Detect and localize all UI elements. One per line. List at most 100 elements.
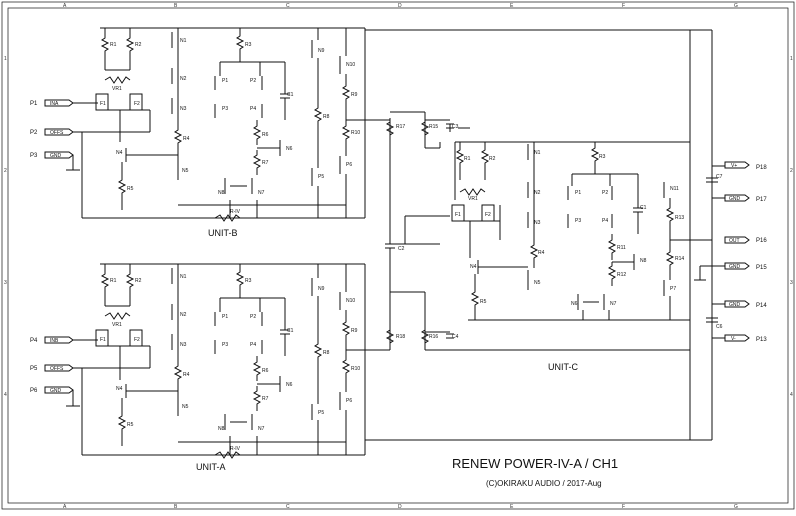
svg-text:N7: N7 [610,301,617,307]
port-label: V- [731,336,736,342]
grid-columns-top: A B C D E F G [63,3,738,9]
svg-text:C7: C7 [716,174,723,180]
svg-text:R18: R18 [396,334,405,340]
port-label: OUT [729,238,740,244]
svg-text:P5: P5 [318,410,324,416]
port-label: OFFS [50,366,64,372]
unit-a-label: UNIT-A [196,462,226,472]
svg-text:R14: R14 [675,256,684,262]
svg-text:R4: R4 [183,136,190,142]
svg-text:N4: N4 [116,150,123,156]
svg-text:R10: R10 [351,130,360,136]
svg-text:N7: N7 [258,190,265,196]
svg-text:R8: R8 [323,350,330,356]
grid-col-label: C [286,504,290,510]
port-label: GND [50,388,62,394]
svg-text:P2: P2 [250,78,256,84]
svg-text:R4: R4 [183,372,190,378]
svg-text:P6: P6 [346,398,352,404]
schematic-title: RENEW POWER-IV-A / CH1 [452,456,618,471]
grid-rows-right: 1 2 3 4 [790,56,793,398]
svg-text:F1: F1 [100,337,106,343]
svg-text:R2: R2 [135,278,142,284]
port-pin: P14 [756,303,767,309]
svg-text:N8: N8 [218,426,225,432]
grid-col-label: D [398,3,402,9]
grid-col-label: E [510,3,514,9]
port-pin: P1 [30,101,38,107]
svg-text:N2: N2 [180,312,187,318]
svg-text:R1: R1 [464,156,471,162]
svg-text:R11: R11 [617,245,626,251]
svg-text:R10: R10 [351,366,360,372]
svg-text:R1: R1 [110,42,117,48]
port-flag [44,128,74,136]
svg-text:R12: R12 [617,272,626,278]
port-label: INA [50,101,59,107]
svg-text:F1: F1 [455,212,461,218]
svg-text:P2: P2 [250,314,256,320]
svg-text:R5: R5 [480,299,487,305]
unit-c-label: UNIT-C [548,362,578,372]
svg-text:P3: P3 [222,342,228,348]
svg-text:N1: N1 [534,150,541,156]
svg-text:R-IV: R-IV [230,446,241,452]
grid-col-label: F [622,3,625,9]
grid-col-label: G [734,3,738,9]
svg-text:N4: N4 [470,264,477,270]
svg-text:N9: N9 [318,286,325,292]
port-flag [724,334,750,342]
svg-text:C6: C6 [716,324,723,330]
svg-text:N6: N6 [286,382,293,388]
left-ports: P1 INA P2 OFFS P3 GND P4 INB P5 OFFS P6 … [30,99,150,407]
svg-text:N2: N2 [180,76,187,82]
grid-row-label: 4 [4,392,7,398]
grid-col-label: E [510,504,514,510]
svg-text:P1: P1 [222,78,228,84]
grid-col-label: A [63,504,67,510]
svg-text:P3: P3 [575,218,581,224]
port-pin: P15 [756,265,767,271]
grid-col-label: D [398,504,402,510]
port-label: GND [50,153,62,159]
svg-text:C1: C1 [287,92,294,98]
port-pin: P13 [756,337,767,343]
svg-text:N3: N3 [534,220,541,226]
svg-text:R7: R7 [262,396,269,402]
svg-text:R1: R1 [110,278,117,284]
port-pin: P6 [30,388,38,394]
grid-col-label: C [286,3,290,9]
svg-text:R7: R7 [262,160,269,166]
grid-col-label: A [63,3,67,9]
port-label: GND [729,264,741,270]
grid-row-label: 2 [790,168,793,174]
port-label: GND [729,196,741,202]
svg-text:R5: R5 [127,186,134,192]
svg-text:R3: R3 [245,278,252,284]
port-flag [44,386,74,394]
svg-text:F2: F2 [134,337,140,343]
svg-text:VR1: VR1 [112,322,122,328]
svg-text:N3: N3 [180,342,187,348]
svg-text:R13: R13 [675,215,684,221]
svg-text:P4: P4 [602,218,608,224]
svg-text:R3: R3 [245,42,252,48]
port-pin: P3 [30,153,38,159]
unit-a-circuit: R1 R2 VR1 F1 F2 N4 R5 N5 R4 N1 N2 N3 P1 … [81,263,390,459]
port-flag [724,194,750,202]
svg-text:VR1: VR1 [112,86,122,92]
port-flag [44,336,74,344]
svg-text:R8: R8 [323,114,330,120]
svg-text:F2: F2 [485,212,491,218]
grid-row-label: 4 [790,392,793,398]
svg-text:N4: N4 [116,386,123,392]
port-label: GND [729,302,741,308]
svg-text:C3: C3 [452,124,459,130]
svg-text:C1: C1 [640,205,647,211]
svg-text:C1: C1 [287,328,294,334]
svg-text:P7: P7 [670,286,676,292]
svg-text:F2: F2 [134,101,140,107]
svg-text:VR1: VR1 [468,196,478,202]
